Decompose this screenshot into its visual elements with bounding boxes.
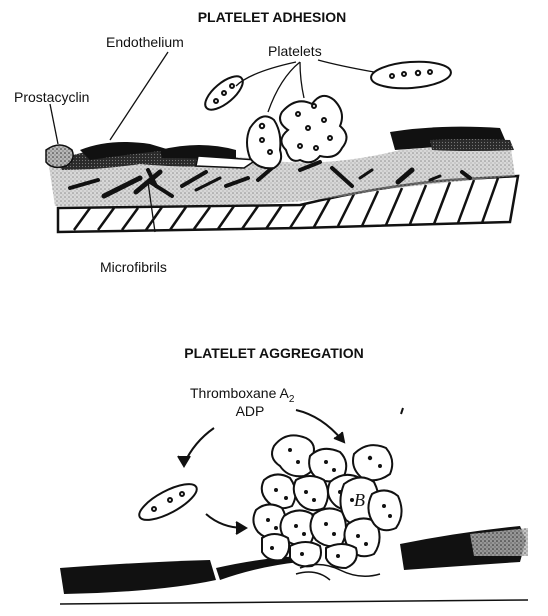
prostacyclin-region (46, 145, 73, 167)
adhesion-panel: PLATELET ADHESION Endothelium Platelets … (14, 9, 518, 275)
platelet-adherent-1 (247, 116, 281, 168)
aggregation-free-platelet (135, 477, 202, 526)
platelets-label: Platelets (268, 43, 322, 59)
adhesion-title: PLATELET ADHESION (198, 9, 347, 25)
adp-label: ADP (236, 403, 265, 419)
thromboxane-subscript: 2 (289, 394, 295, 405)
platelet-free-right (370, 59, 452, 91)
platelet-adherent-2 (280, 96, 347, 162)
aggregation-baseline (60, 600, 528, 604)
aggregation-panel: B PLATELET AGGREGATION Thromboxane A2 AD… (60, 345, 528, 604)
thromboxane-text: Thromboxane A (190, 385, 289, 401)
microfibrils-label: Microfibrils (100, 259, 167, 275)
aggregation-title: PLATELET AGGREGATION (184, 345, 363, 361)
stray-mark (401, 408, 403, 414)
aggregate-cell-marker: B (354, 490, 365, 510)
platelet-free-left (200, 71, 248, 116)
platelet-aggregate (253, 435, 401, 580)
endothelium-label: Endothelium (106, 34, 184, 50)
prostacyclin-label: Prostacyclin (14, 89, 89, 105)
thromboxane-label: Thromboxane A2 (190, 385, 295, 405)
